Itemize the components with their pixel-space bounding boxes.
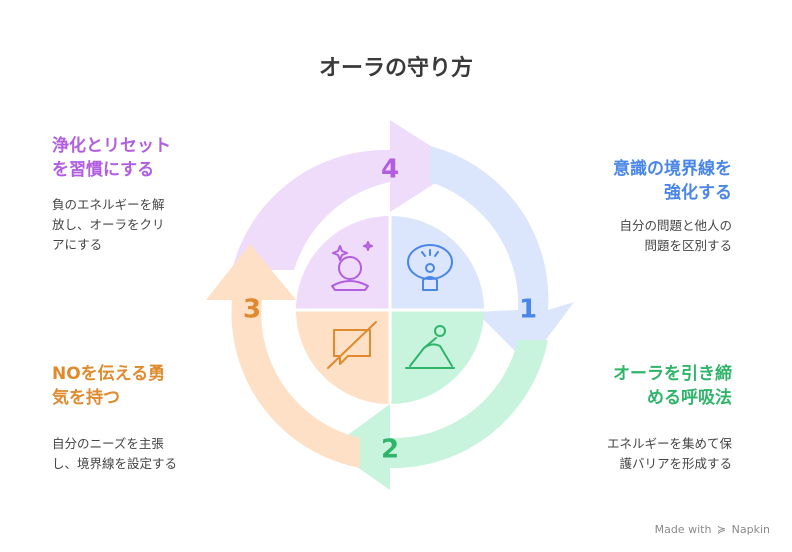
brand-label: Napkin bbox=[731, 523, 770, 536]
step-1-description: 自分の問題と他人の 問題を区別する bbox=[619, 218, 732, 253]
arrow-segment-4 bbox=[232, 120, 462, 270]
step-3-title: NOを伝える勇 気を持つ bbox=[52, 364, 166, 408]
step-3-description: 自分のニーズを主張 し、境界線を設定する bbox=[52, 436, 178, 471]
meditating-person-icon bbox=[407, 244, 453, 291]
step-number-1: 1 bbox=[519, 295, 537, 325]
step-4-title: 浄化とリセット を習慣にする bbox=[52, 136, 171, 180]
arrow-segment-3 bbox=[206, 244, 360, 468]
arrow-segment-1 bbox=[430, 146, 574, 364]
crystal-ball-icon bbox=[331, 241, 373, 291]
quadrant-1 bbox=[390, 216, 484, 310]
step-2-title: オーラを引き締 める呼吸法 bbox=[613, 364, 732, 408]
napkin-logo-icon: ≽ bbox=[716, 523, 727, 536]
step-2-description: エネルギーを集めて保 護バリアを形成する bbox=[606, 436, 732, 471]
quadrant-3 bbox=[296, 310, 390, 404]
step-4-description: 負のエネルギーを解 放し、オーラをクリ アにする bbox=[52, 197, 165, 252]
quadrant-2 bbox=[390, 310, 484, 404]
no-speech-icon bbox=[327, 321, 377, 369]
step-number-3: 3 bbox=[243, 295, 261, 325]
step-1-title: 意識の境界線を 強化する bbox=[613, 159, 732, 203]
page-title: オーラの守り方 bbox=[318, 56, 473, 81]
breathing-stretch-icon bbox=[405, 325, 455, 369]
made-with-label: Made with bbox=[654, 523, 712, 536]
arrow-segment-2 bbox=[330, 340, 548, 490]
step-number-2: 2 bbox=[381, 435, 399, 465]
step-number-4: 4 bbox=[381, 155, 399, 185]
footer-attribution[interactable]: Made with ≽ Napkin bbox=[655, 523, 770, 536]
